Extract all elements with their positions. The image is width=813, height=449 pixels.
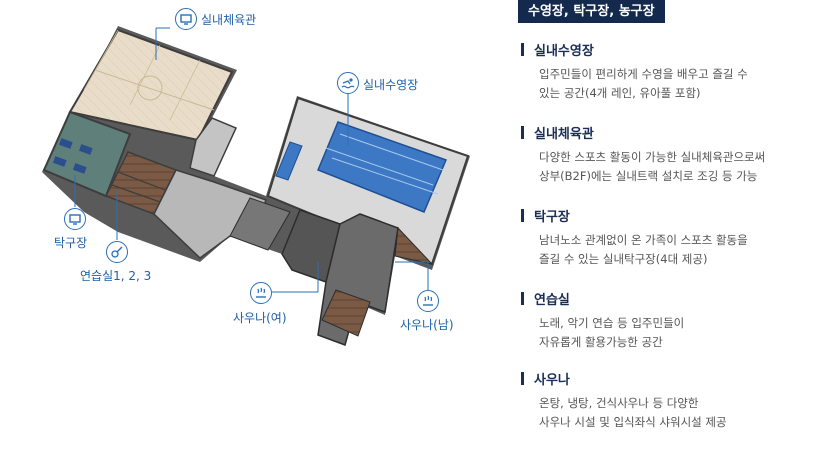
label-pingpong: 탁구장: [54, 236, 88, 250]
facility-info-panel: 수영장, 탁구장, 농구장 실내수영장 입주민들이 편리하게 수영을 배우고 즐…: [513, 0, 803, 445]
section-title: 사우나: [534, 372, 570, 388]
section-title: 실내수영장: [534, 43, 594, 59]
gym-floor: [68, 28, 234, 142]
section-description: 남녀노소 관계없이 온 가족이 스포츠 활동을 즐길 수 있는 실내탁구장(4대…: [539, 231, 801, 269]
monitor-icon: [64, 208, 86, 230]
description-line: 즐길 수 있는 실내탁구장(4대 제공): [539, 252, 708, 266]
description-line: 남녀노소 관계없이 온 가족이 스포츠 활동을: [539, 233, 748, 247]
section-title: 탁구장: [534, 209, 570, 225]
kids-pool: [275, 141, 303, 181]
section-practice: 연습실 노래, 악기 연습 등 입주민들이 자유롭게 활용가능한 공간: [521, 289, 801, 352]
description-line: 노래, 악기 연습 등 입주민들이: [539, 316, 685, 330]
swimmer-icon: [337, 72, 359, 94]
label-practice: 연습실1, 2, 3: [80, 269, 152, 283]
section-pingpong: 탁구장 남녀노소 관계없이 온 가족이 스포츠 활동을 즐길 수 있는 실내탁구…: [521, 206, 801, 269]
section-gym: 실내체육관 다양한 스포츠 활동이 가능한 실내체육관으로써 상부(B2F)에는…: [521, 123, 801, 186]
label-sauna-women: 사우나(여): [233, 311, 287, 325]
leader-lines: [74, 27, 429, 293]
section-description: 노래, 악기 연습 등 입주민들이 자유롭게 활용가능한 공간: [539, 314, 801, 352]
description-line: 자유롭게 활용가능한 공간: [539, 335, 663, 349]
description-line: 다양한 스포츠 활동이 가능한 실내체육관으로써: [539, 150, 766, 164]
section-marker: [521, 125, 524, 139]
description-line: 있는 공간(4개 레인, 유아풀 포함): [539, 86, 701, 100]
sauna-icon: [250, 282, 272, 304]
section-marker: [521, 371, 524, 385]
sauna-icon: [417, 290, 439, 312]
label-gym: 실내체육관: [201, 13, 257, 27]
label-sauna-men: 사우나(남): [400, 318, 454, 332]
section-title: 연습실: [534, 292, 570, 308]
description-line: 사우나 시설 및 입식좌식 샤워시설 제공: [539, 415, 727, 429]
description-line: 상부(B2F)에는 실내트랙 설치로 조깅 등 가능: [539, 169, 758, 183]
panel-title: 수영장, 탁구장, 농구장: [518, 0, 665, 23]
pingpong-floor: [42, 110, 132, 198]
section-marker: [521, 42, 524, 56]
description-line: 온탕, 냉탕, 건식사우나 등 다양한: [539, 396, 699, 410]
section-sauna: 사우나 온탕, 냉탕, 건식사우나 등 다양한 사우나 시설 및 입식좌식 샤워…: [521, 369, 801, 432]
section-marker: [521, 291, 524, 305]
section-description: 입주민들이 편리하게 수영을 배우고 즐길 수 있는 공간(4개 레인, 유아풀…: [539, 65, 801, 103]
label-pool: 실내수영장: [363, 78, 419, 92]
description-line: 입주민들이 편리하게 수영을 배우고 즐길 수: [539, 67, 748, 81]
monitor-icon: [175, 8, 197, 30]
section-description: 온탕, 냉탕, 건식사우나 등 다양한 사우나 시설 및 입식좌식 샤워시설 제…: [539, 394, 801, 432]
section-title: 실내체육관: [534, 126, 594, 142]
section-marker: [521, 208, 524, 222]
floor-plan: 실내체육관 실내수영장 탁구장 연습실1, 2, 3 사우나(여) 사우나(남): [42, 8, 470, 346]
guitar-icon: [106, 241, 128, 263]
section-pool: 실내수영장 입주민들이 편리하게 수영을 배우고 즐길 수 있는 공간(4개 레…: [521, 40, 801, 103]
floor-plan-drawing: [42, 26, 470, 346]
section-description: 다양한 스포츠 활동이 가능한 실내체육관으로써 상부(B2F)에는 실내트랙 …: [539, 148, 801, 186]
